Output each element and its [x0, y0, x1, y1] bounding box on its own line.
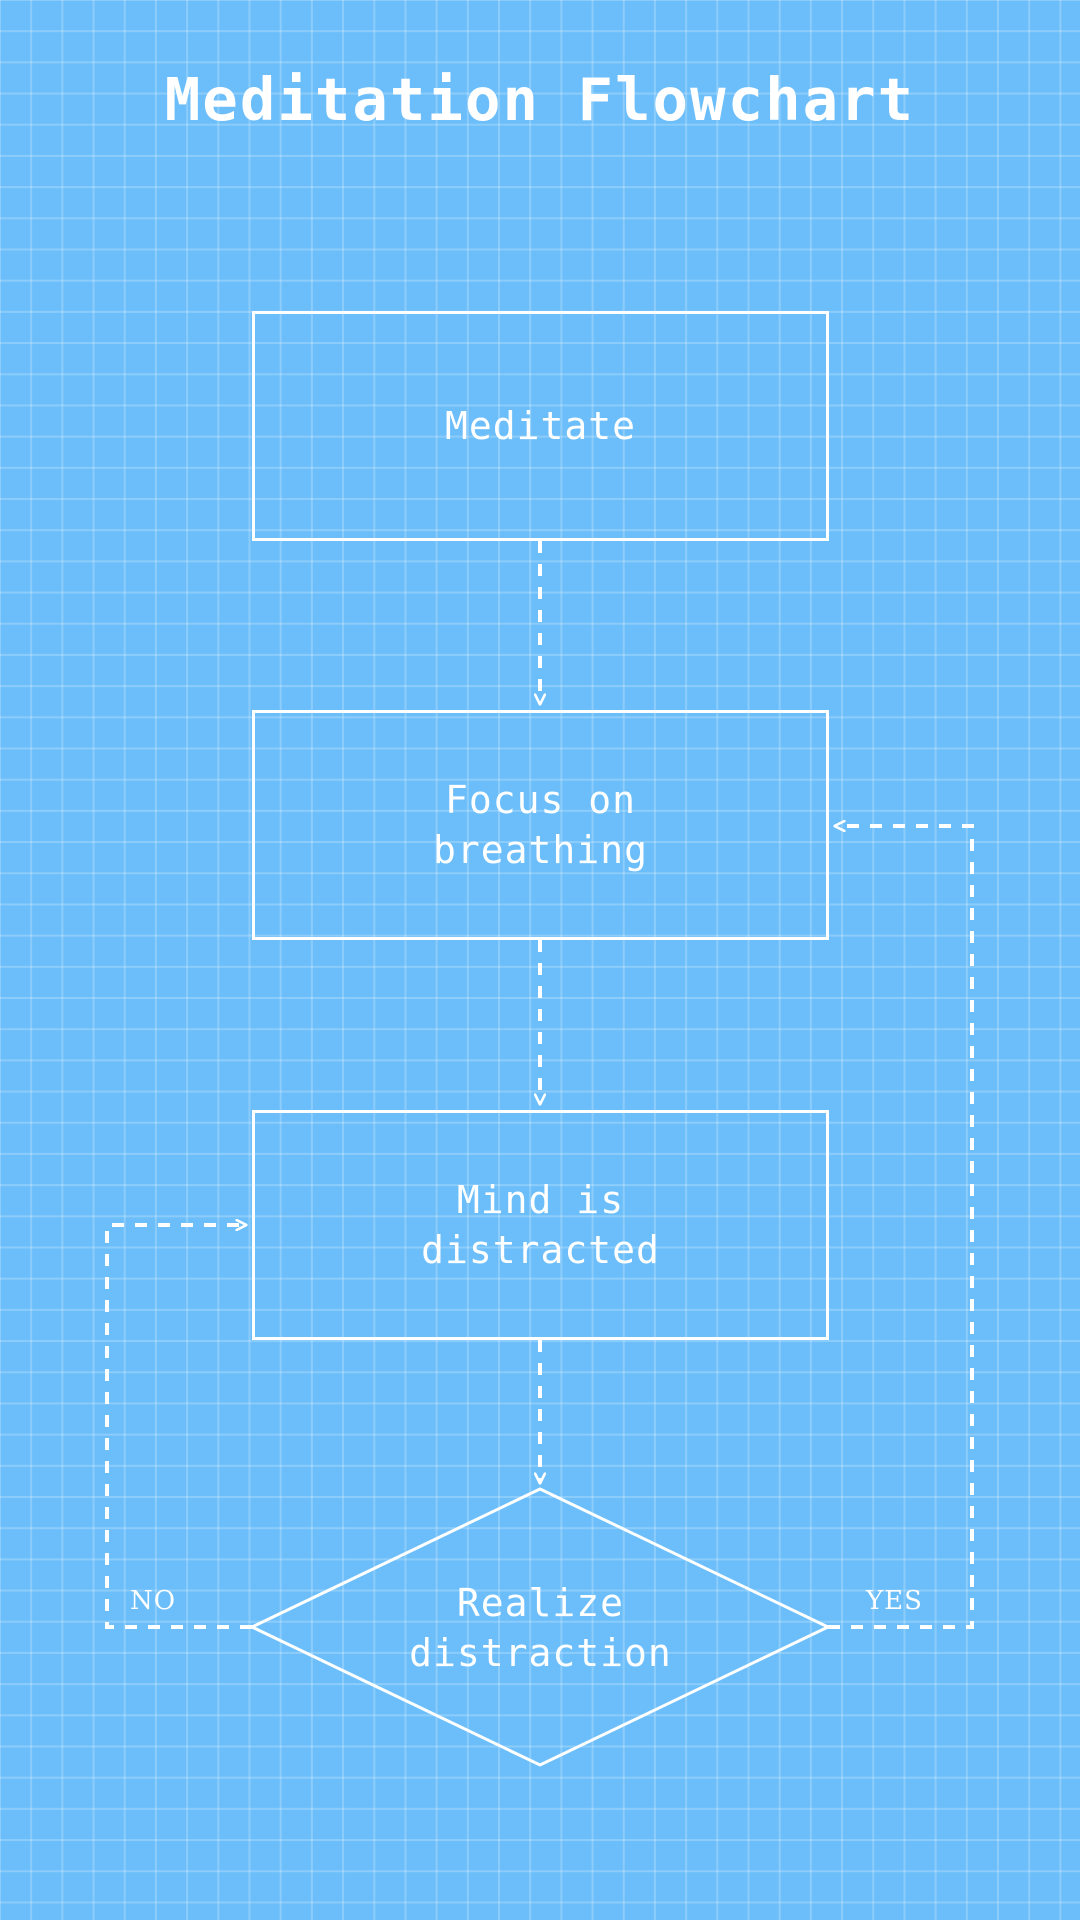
- edge-label-no: NO: [130, 1586, 177, 1616]
- flowchart-node-focus-on-breathing[interactable]: Focus on breathing: [252, 710, 829, 940]
- page-title: Meditation Flowchart: [164, 65, 916, 134]
- flowchart-node-realize-distraction[interactable]: Realize distraction: [252, 1489, 829, 1766]
- flowchart-node-mind-is-distracted[interactable]: Mind is distracted: [252, 1110, 829, 1340]
- edge-realize-yes-to-focus: [828, 826, 974, 1629]
- node-label-mind-is-distracted: Mind is distracted: [421, 1178, 660, 1272]
- node-label-realize-distraction: Realize distraction: [409, 1580, 672, 1675]
- edge-label-yes: YES: [866, 1586, 923, 1616]
- node-label-focus-on-breathing: Focus on breathing: [433, 778, 648, 872]
- edge-realize-no-to-distracted: [105, 1225, 252, 1629]
- flowchart-node-meditate[interactable]: Meditate: [252, 311, 829, 541]
- node-label-meditate: Meditate: [444, 404, 637, 448]
